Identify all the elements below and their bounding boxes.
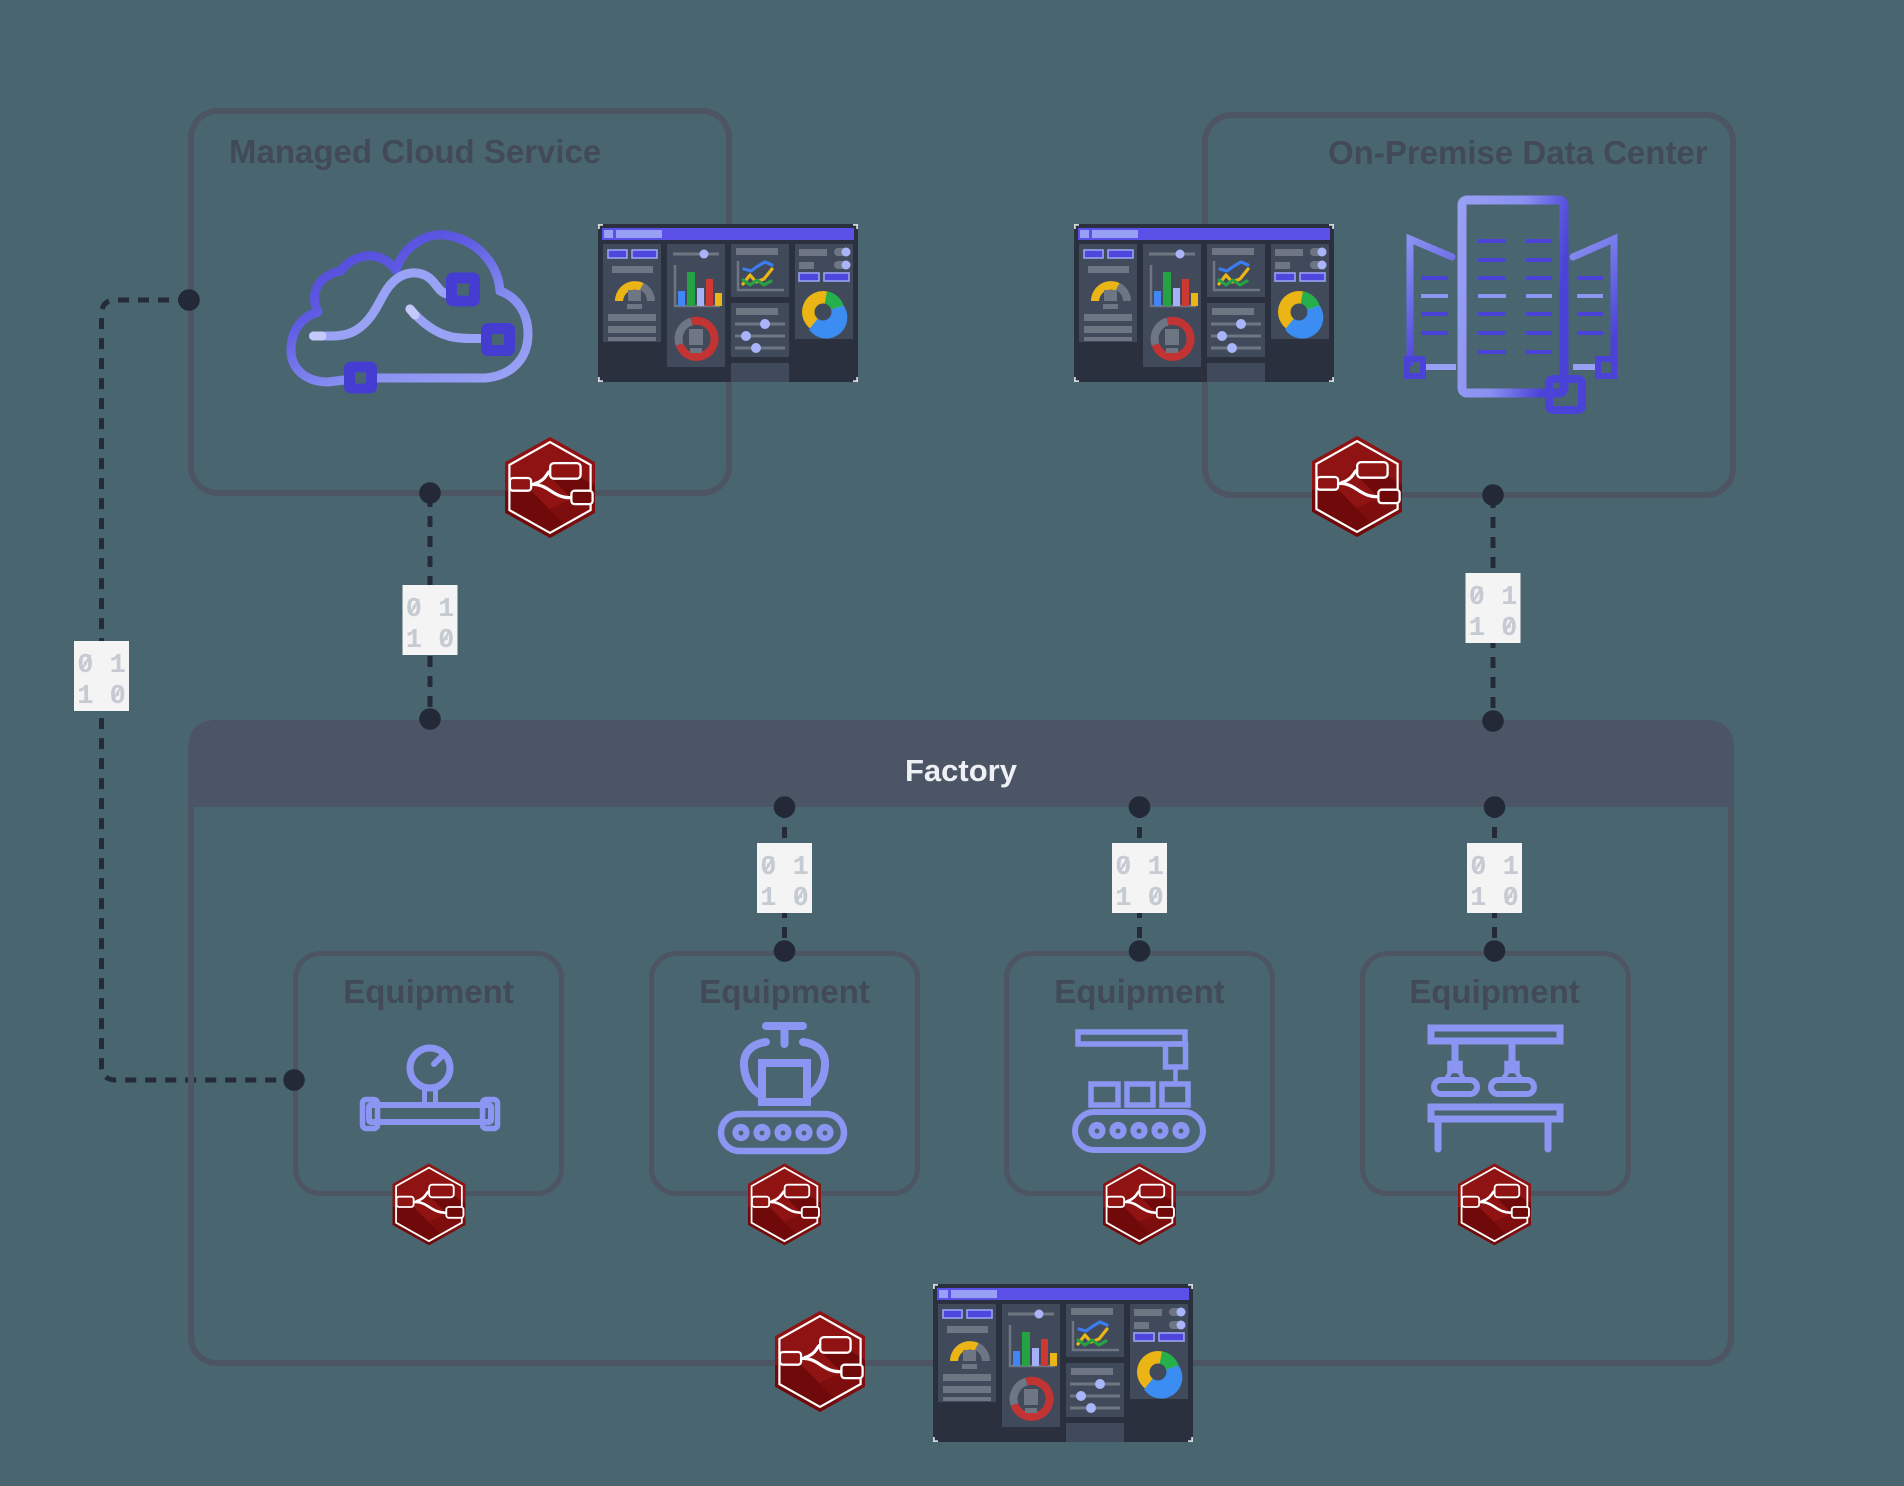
svg-text:Equipment: Equipment [1054, 973, 1225, 1010]
svg-text:Factory: Factory [905, 753, 1018, 788]
svg-text:Equipment: Equipment [1409, 973, 1580, 1010]
svg-text:Equipment: Equipment [343, 973, 514, 1010]
svg-text:On-Premise Data Center: On-Premise Data Center [1328, 134, 1708, 171]
svg-text:Equipment: Equipment [699, 973, 870, 1010]
svg-text:Managed Cloud Service: Managed Cloud Service [229, 133, 601, 170]
